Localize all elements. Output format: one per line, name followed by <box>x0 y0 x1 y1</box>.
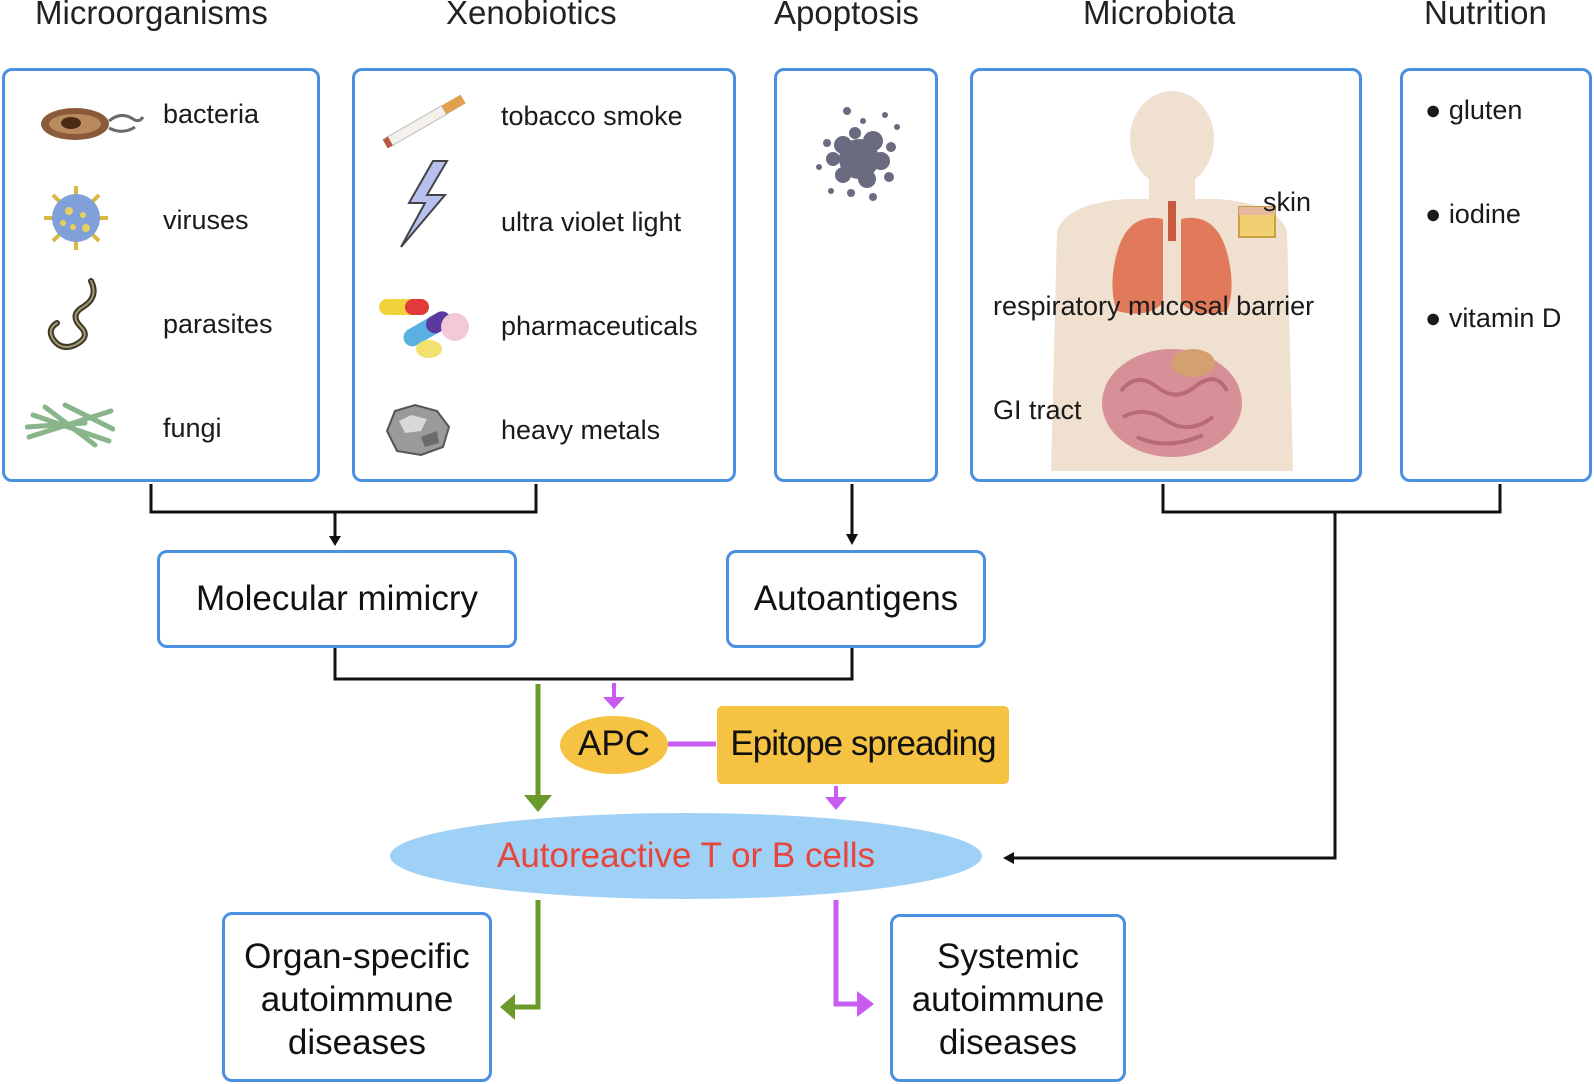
header-nutrition: Nutrition <box>1424 0 1547 31</box>
systemic-label: Systemic autoimmune diseases <box>893 935 1123 1064</box>
xenobiotic-tobacco-smoke: tobacco smoke <box>501 101 683 131</box>
nutrition-item-iodine: ● iodine <box>1425 199 1521 229</box>
parasite-icon <box>47 278 97 350</box>
apoptotic-cell-icon <box>816 107 900 201</box>
epitope-spreading-label: Epitope spreading <box>730 724 996 763</box>
microorganisms-box: bacteria viruses parasites fungi <box>2 68 320 482</box>
nutrition-box: ● gluten ● iodine ● vitamin D <box>1400 68 1592 482</box>
cigarette-icon <box>382 94 466 149</box>
header-microorganisms: Microorganisms <box>35 0 268 31</box>
xenobiotic-ultra-violet-light: ultra violet light <box>501 207 682 237</box>
autoantigens-node: Autoantigens <box>726 550 986 648</box>
uv-light-icon <box>400 160 449 248</box>
microorganism-parasites: parasites <box>163 309 273 339</box>
microbiota-respiratory-label: respiratory mucosal barrier <box>993 291 1315 321</box>
xenobiotic-pharmaceuticals: pharmaceuticals <box>501 311 698 341</box>
apoptosis-box <box>774 68 938 482</box>
organ-specific-label: Organ-specific autoimmune diseases <box>225 935 489 1064</box>
microorganism-viruses: viruses <box>163 205 249 235</box>
autoreactive-label: Autoreactive T or B cells <box>496 836 876 875</box>
nutrition-item-gluten: ● gluten <box>1425 95 1523 125</box>
connector-to-autoantigens <box>846 484 858 545</box>
microorganism-bacteria: bacteria <box>163 99 260 129</box>
connector-microbiota-nutrition-to-autoreactive <box>1003 484 1502 864</box>
molecular-mimicry-label: Molecular mimicry <box>196 579 478 618</box>
bacteria-icon <box>41 108 145 140</box>
connector-to-molecular-mimicry <box>149 484 538 546</box>
arrow-to-apc <box>603 683 625 709</box>
systemic-node: Systemic autoimmune diseases <box>890 914 1126 1082</box>
microorganism-fungi: fungi <box>163 413 222 443</box>
header-xenobiotics: Xenobiotics <box>446 0 617 31</box>
arrow-to-systemic <box>833 900 874 1017</box>
apc-label: APC <box>578 724 650 763</box>
organ-specific-line-2: autoimmune <box>260 980 454 1019</box>
heavy-metals-icon <box>385 403 451 457</box>
human-body-icon <box>1051 91 1293 471</box>
organ-specific-line-1: Organ-specific <box>244 937 470 976</box>
fungi-icon <box>25 402 115 448</box>
molecular-mimicry-node: Molecular mimicry <box>157 550 517 648</box>
nutrition-iodine-label: iodine <box>1448 199 1521 229</box>
xenobiotics-box: tobacco smoke ultra violet light pharmac… <box>352 68 736 482</box>
arrow-epitope-to-autoreactive <box>825 786 847 810</box>
nutrition-vitamin-d-label: vitamin D <box>1448 303 1562 333</box>
organ-specific-node: Organ-specific autoimmune diseases <box>222 912 492 1082</box>
microbiota-skin-label: skin <box>1263 187 1312 217</box>
pharmaceuticals-icon <box>379 299 469 358</box>
xenobiotic-heavy-metals: heavy metals <box>501 415 661 445</box>
nutrition-gluten-label: gluten <box>1448 95 1523 125</box>
arrow-green-to-autoreactive <box>524 684 552 812</box>
arrow-to-organ-specific <box>500 900 541 1020</box>
autoantigens-label: Autoantigens <box>753 579 959 618</box>
microbiota-box: skin respiratory mucosal barrier GI trac… <box>970 68 1362 482</box>
systemic-line-3: diseases <box>938 1023 1078 1062</box>
organ-specific-line-3: diseases <box>287 1023 427 1062</box>
header-microbiota: Microbiota <box>1083 0 1236 31</box>
systemic-line-2: autoimmune <box>911 980 1105 1019</box>
virus-icon <box>44 186 108 250</box>
microbiota-gi-label: GI tract <box>993 395 1082 425</box>
epitope-spreading-node <box>717 706 1009 784</box>
header-apoptosis: Apoptosis <box>774 0 919 31</box>
systemic-line-1: Systemic <box>937 937 1079 976</box>
connector-join-mimicry-autoantigens <box>333 648 854 681</box>
apc-node <box>560 716 668 774</box>
autoreactive-node <box>390 813 982 899</box>
nutrition-item-vitamin-d: ● vitamin D <box>1425 303 1562 333</box>
